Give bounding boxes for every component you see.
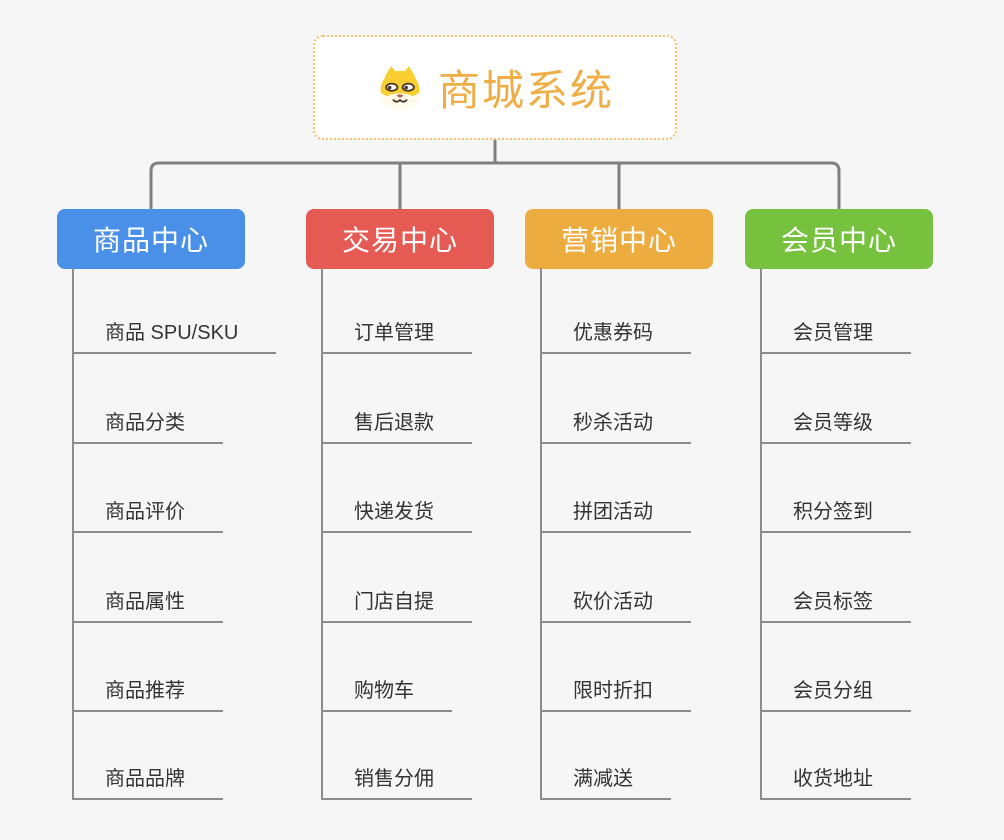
list-item[interactable]: 快递发货	[321, 499, 472, 533]
branch-spine	[760, 268, 762, 800]
branch-label: 营销中心	[560, 225, 677, 256]
list-item[interactable]: 售后退款	[321, 410, 472, 444]
list-item[interactable]: 优惠券码	[540, 320, 691, 354]
branch-node-trade-center[interactable]: 交易中心	[306, 209, 494, 269]
list-item[interactable]: 收货地址	[760, 766, 911, 800]
list-item[interactable]: 积分签到	[760, 499, 911, 533]
list-item[interactable]: 秒杀活动	[540, 410, 691, 444]
list-item[interactable]: 会员管理	[760, 320, 911, 354]
list-item[interactable]: 会员等级	[760, 410, 911, 444]
root-node[interactable]: 商城系统	[313, 35, 677, 140]
list-item[interactable]: 会员标签	[760, 589, 911, 623]
branch-spine	[321, 268, 323, 800]
list-item[interactable]: 销售分佣	[321, 766, 472, 800]
branch-spine	[72, 268, 74, 800]
branch-node-member-center[interactable]: 会员中心	[745, 209, 933, 269]
list-item[interactable]: 商品推荐	[72, 678, 223, 712]
list-item[interactable]: 购物车	[321, 678, 452, 712]
dog-face-icon	[376, 64, 424, 112]
branch-label: 交易中心	[341, 225, 458, 256]
list-item[interactable]: 商品属性	[72, 589, 223, 623]
root-title: 商城系统	[437, 67, 614, 114]
list-item[interactable]: 拼团活动	[540, 499, 691, 533]
list-item[interactable]: 商品品牌	[72, 766, 223, 800]
list-item[interactable]: 砍价活动	[540, 589, 691, 623]
list-item[interactable]: 商品评价	[72, 499, 223, 533]
branch-node-marketing-center[interactable]: 营销中心	[525, 209, 713, 269]
branch-label: 商品中心	[92, 225, 209, 256]
list-item[interactable]: 商品分类	[72, 410, 223, 444]
list-item[interactable]: 满减送	[540, 766, 671, 800]
list-item[interactable]: 限时折扣	[540, 678, 691, 712]
branch-spine	[540, 268, 542, 800]
list-item[interactable]: 会员分组	[760, 678, 911, 712]
branch-label: 会员中心	[780, 225, 897, 256]
branch-node-product-center[interactable]: 商品中心	[57, 209, 245, 269]
list-item[interactable]: 门店自提	[321, 589, 472, 623]
list-item[interactable]: 订单管理	[321, 320, 472, 354]
list-item[interactable]: 商品 SPU/SKU	[72, 320, 277, 354]
